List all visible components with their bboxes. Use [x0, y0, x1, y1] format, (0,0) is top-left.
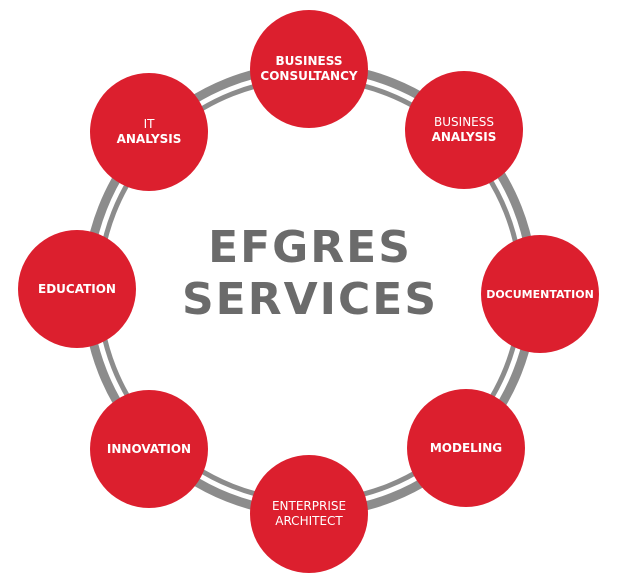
node-it-analysis-line2: ANALYSIS [116, 132, 182, 146]
center-title-line1: EFGRES [208, 222, 412, 273]
node-modeling: MODELING [407, 389, 525, 507]
node-innovation-line1: INNOVATION [106, 441, 192, 456]
node-business-consultancy-line1: BUSINESS [275, 54, 343, 68]
node-education: EDUCATION [18, 230, 136, 348]
node-business-analysis: BUSINESS ANALYSIS [405, 71, 523, 189]
center-title: EFGRES SERVICES [160, 222, 460, 326]
node-business-analysis-line1: BUSINESS [434, 115, 494, 129]
node-innovation: INNOVATION [90, 390, 208, 508]
node-it-analysis: IT ANALYSIS [90, 73, 208, 191]
node-it-analysis-line1: IT [143, 117, 155, 131]
node-business-analysis-line2: ANALYSIS [431, 130, 497, 144]
node-enterprise-architect-line2: ARCHITECT [275, 514, 343, 528]
node-business-consultancy-line2: CONSULTANCY [260, 69, 358, 83]
node-documentation: DOCUMENTATION [481, 235, 599, 353]
node-documentation-line1: DOCUMENTATION [486, 287, 594, 301]
node-enterprise-architect-line1: ENTERPRISE [271, 499, 347, 513]
node-modeling-line1: MODELING [429, 440, 503, 455]
node-education-line1: EDUCATION [38, 281, 116, 296]
center-title-line2: SERVICES [181, 274, 439, 325]
node-business-consultancy: BUSINESS CONSULTANCY [250, 10, 368, 128]
node-enterprise-architect: ENTERPRISE ARCHITECT [250, 455, 368, 573]
